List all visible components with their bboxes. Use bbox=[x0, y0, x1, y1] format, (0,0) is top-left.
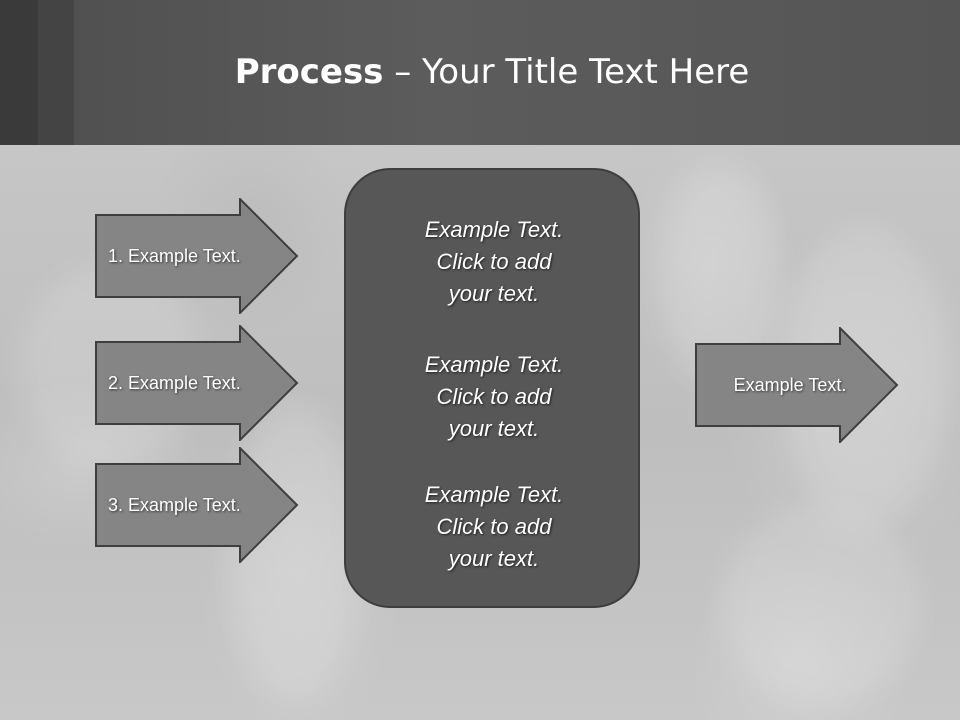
process-text-block-2: Example Text. Click to add your text. bbox=[346, 349, 642, 445]
text-line: your text. bbox=[448, 281, 540, 306]
arrow-shape bbox=[695, 327, 899, 443]
input-arrow-2[interactable]: 2. Example Text. bbox=[95, 325, 299, 441]
title-bold: Process bbox=[234, 52, 384, 92]
arrow-label: Example Text. bbox=[733, 374, 847, 395]
process-text-block-1: Example Text. Click to add your text. bbox=[346, 214, 642, 310]
process-text-block-3: Example Text. Click to add your text. bbox=[346, 479, 642, 575]
text-line: your text. bbox=[448, 546, 540, 571]
text-line: Click to add bbox=[436, 249, 552, 274]
text-line: Click to add bbox=[436, 384, 552, 409]
background-blur-shape bbox=[720, 505, 920, 705]
input-arrow-3[interactable]: 3. Example Text. bbox=[95, 447, 299, 563]
title-bar: Process – Your Title Text Here bbox=[0, 0, 960, 145]
accent-stripe bbox=[0, 0, 38, 145]
arrow-shape bbox=[95, 198, 299, 314]
text-line: your text. bbox=[448, 416, 540, 441]
arrow-shape bbox=[95, 447, 299, 563]
background-blur-shape bbox=[230, 405, 360, 705]
input-arrow-1[interactable]: 1. Example Text. bbox=[95, 198, 299, 314]
output-arrow[interactable]: Example Text. bbox=[695, 327, 899, 443]
text-line: Click to add bbox=[436, 514, 552, 539]
slide-title[interactable]: Process – Your Title Text Here bbox=[0, 52, 960, 92]
arrow-label: 3. Example Text. bbox=[108, 494, 241, 515]
text-line: Example Text. bbox=[424, 217, 564, 242]
process-box[interactable]: Example Text. Click to add your text. Ex… bbox=[344, 168, 640, 608]
title-rest: – Your Title Text Here bbox=[383, 52, 750, 92]
arrow-label: 2. Example Text. bbox=[108, 372, 241, 393]
accent-stripe bbox=[38, 0, 74, 145]
arrow-label: 1. Example Text. bbox=[108, 245, 241, 266]
arrow-shape bbox=[95, 325, 299, 441]
text-line: Example Text. bbox=[424, 482, 564, 507]
text-line: Example Text. bbox=[424, 352, 564, 377]
